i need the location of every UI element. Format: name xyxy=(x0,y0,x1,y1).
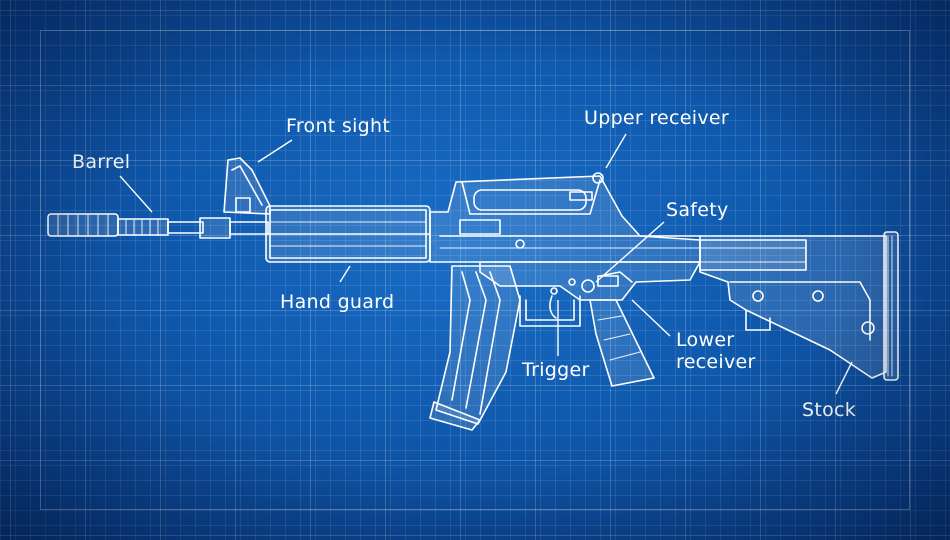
front-sight-part xyxy=(223,157,271,215)
magazine-part xyxy=(429,265,521,431)
front-sight-label: Front sight xyxy=(286,115,390,137)
part-labels: Barrel Front sight Upper receiver Safety… xyxy=(72,107,856,421)
trigger-label: Trigger xyxy=(521,359,590,381)
lower-receiver-label-line2: receiver xyxy=(676,351,756,373)
leader-lines xyxy=(119,133,853,395)
blueprint-frame xyxy=(40,30,910,510)
safety-leader xyxy=(595,221,665,283)
upper-receiver-part xyxy=(429,172,701,263)
barrel-part xyxy=(47,213,269,239)
safety-label: Safety xyxy=(666,199,729,221)
buffer-tube-part xyxy=(699,239,807,271)
stock-part xyxy=(699,231,899,381)
trigger-part xyxy=(519,287,581,327)
rifle-illustration xyxy=(47,157,899,431)
hand-guard-label: Hand guard xyxy=(280,291,394,313)
front-sight-leader xyxy=(257,139,293,163)
lower-receiver-leader xyxy=(631,299,671,337)
upper-receiver-label: Upper receiver xyxy=(584,107,729,129)
stock-leader xyxy=(835,361,853,395)
hand-guard-leader xyxy=(339,265,351,283)
upper-receiver-leader xyxy=(605,133,627,169)
pistol-grip-part xyxy=(589,299,655,387)
stock-label: Stock xyxy=(802,399,856,421)
lower-receiver-label-line1: Lower xyxy=(676,329,734,351)
barrel-leader xyxy=(119,175,153,213)
hand-guard-part xyxy=(265,205,431,263)
barrel-label: Barrel xyxy=(72,151,130,173)
